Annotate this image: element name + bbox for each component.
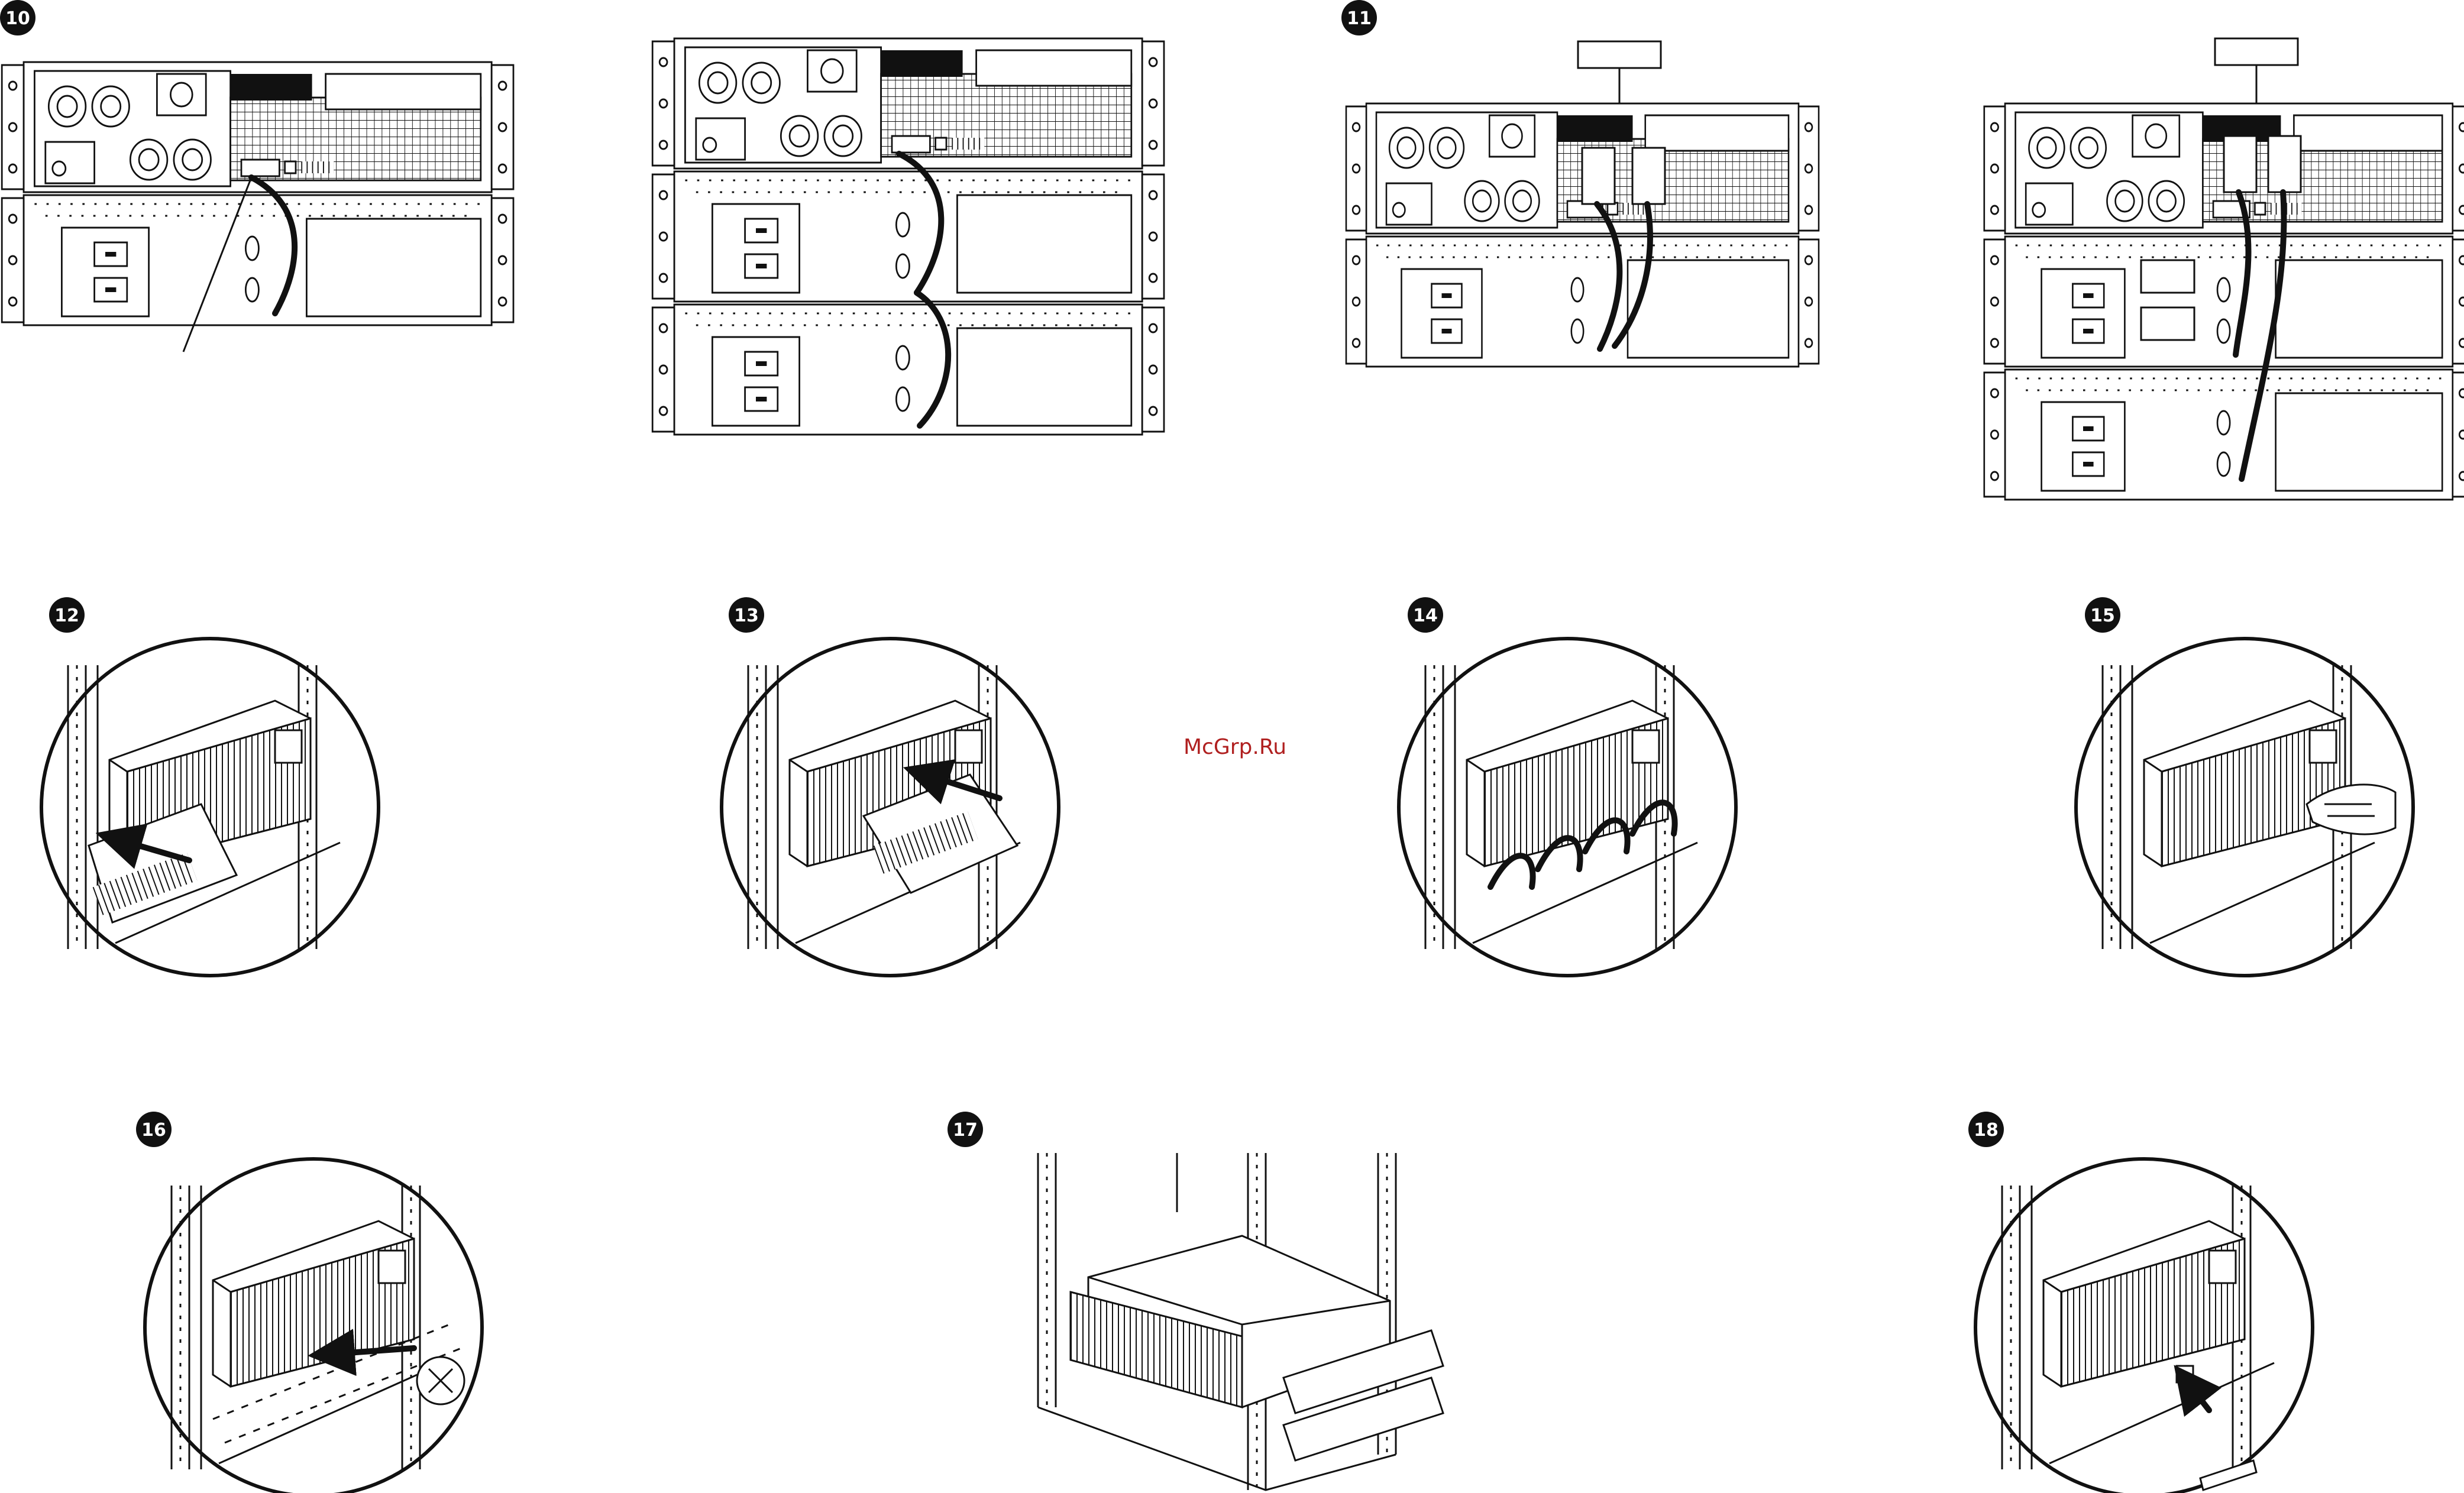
step-18-power-on-closeup xyxy=(1975,1159,2313,1493)
step-11-badge: 11 xyxy=(1341,0,1377,35)
step-12-insert-battery-closeup xyxy=(41,639,379,976)
callout-box xyxy=(2215,38,2298,65)
step-number: 17 xyxy=(953,1120,978,1141)
step-number: 11 xyxy=(1347,8,1372,29)
step-12-badge: 12 xyxy=(49,597,85,633)
step-14-badge: 14 xyxy=(1408,597,1443,633)
step-number: 10 xyxy=(5,8,30,29)
step-11-rear-ups-with-two-batteries-and-modules xyxy=(1984,38,2464,500)
step-16-attach-bezel-closeup xyxy=(145,1159,482,1493)
callout-box xyxy=(1578,41,1661,68)
step-number: 14 xyxy=(1413,605,1438,626)
step-16-badge: 16 xyxy=(136,1112,172,1147)
step-13-badge: 13 xyxy=(729,597,764,633)
step-11-rear-ups-with-modules xyxy=(1346,41,1819,367)
step-17-badge: 17 xyxy=(948,1112,983,1147)
watermark-text: McGrp.Ru xyxy=(1184,735,1286,759)
step-10-badge: 10 xyxy=(0,0,35,35)
step-number: 15 xyxy=(2090,605,2115,626)
step-10-rear-ups-with-two-batteries xyxy=(652,38,1164,435)
step-number: 12 xyxy=(54,605,79,626)
step-17-rack-overview xyxy=(1038,1153,1443,1490)
step-number: 13 xyxy=(734,605,759,626)
step-number: 18 xyxy=(1974,1120,1999,1141)
step-18-badge: 18 xyxy=(1968,1112,2004,1147)
step-15-badge: 15 xyxy=(2085,597,2120,633)
step-number: 16 xyxy=(141,1120,166,1141)
step-13-insert-second-battery-closeup xyxy=(722,639,1059,976)
step-10-rear-ups-with-battery xyxy=(2,62,513,352)
step-14-connect-battery-cables-closeup xyxy=(1399,639,1736,976)
step-15-press-bezel-closeup xyxy=(2076,639,2413,976)
